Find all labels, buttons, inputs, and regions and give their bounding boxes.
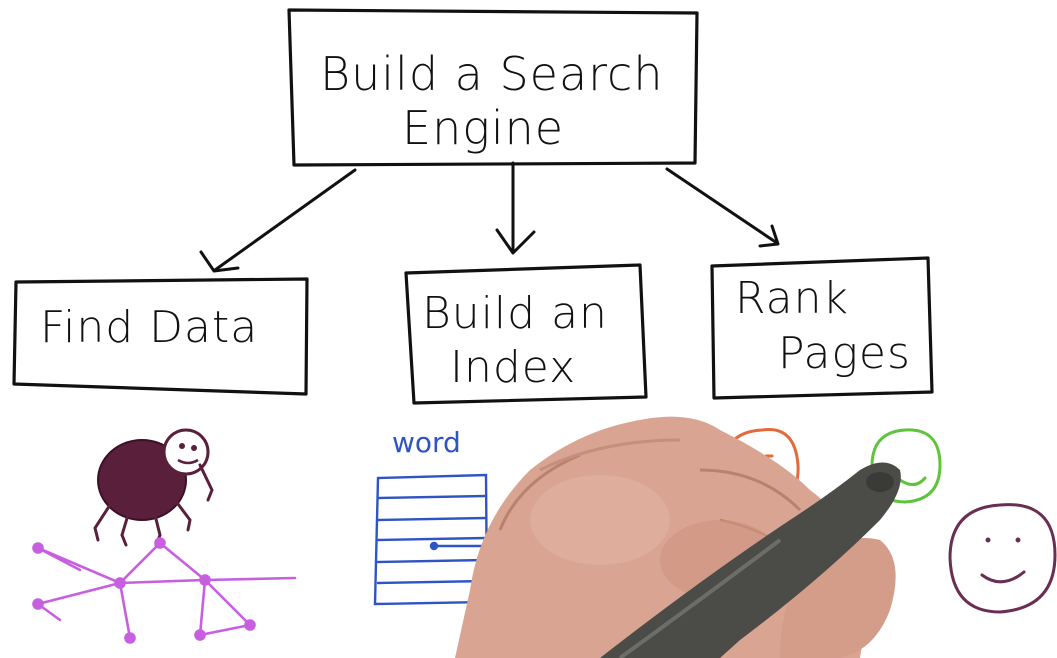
child-node-rank-pages: Rank Pages (710, 256, 934, 400)
connector-arrows (199, 161, 780, 273)
rank-pages-label-line2: Pages (778, 328, 911, 379)
build-index-label-line2: Index (450, 342, 576, 393)
root-title-line2: Engine (402, 101, 564, 155)
arrow-to-rank-pages (665, 167, 779, 245)
web-graph-icon (32, 537, 297, 644)
build-index-label-line1: Build an (422, 288, 608, 339)
spider-crawler-icon (93, 428, 214, 547)
child-node-find-data: Find Data (12, 277, 309, 396)
hand-with-pen (455, 416, 901, 658)
index-word-label: word (392, 426, 461, 459)
root-node: Build a Search Engine (287, 8, 699, 167)
arrow-to-find-data (213, 168, 357, 272)
child-node-build-index: Build an Index (404, 263, 648, 405)
root-title-line1: Build a Search (320, 47, 664, 101)
find-data-label: Find Data (40, 302, 258, 353)
rank-pages-label-line1: Rank (735, 273, 849, 324)
